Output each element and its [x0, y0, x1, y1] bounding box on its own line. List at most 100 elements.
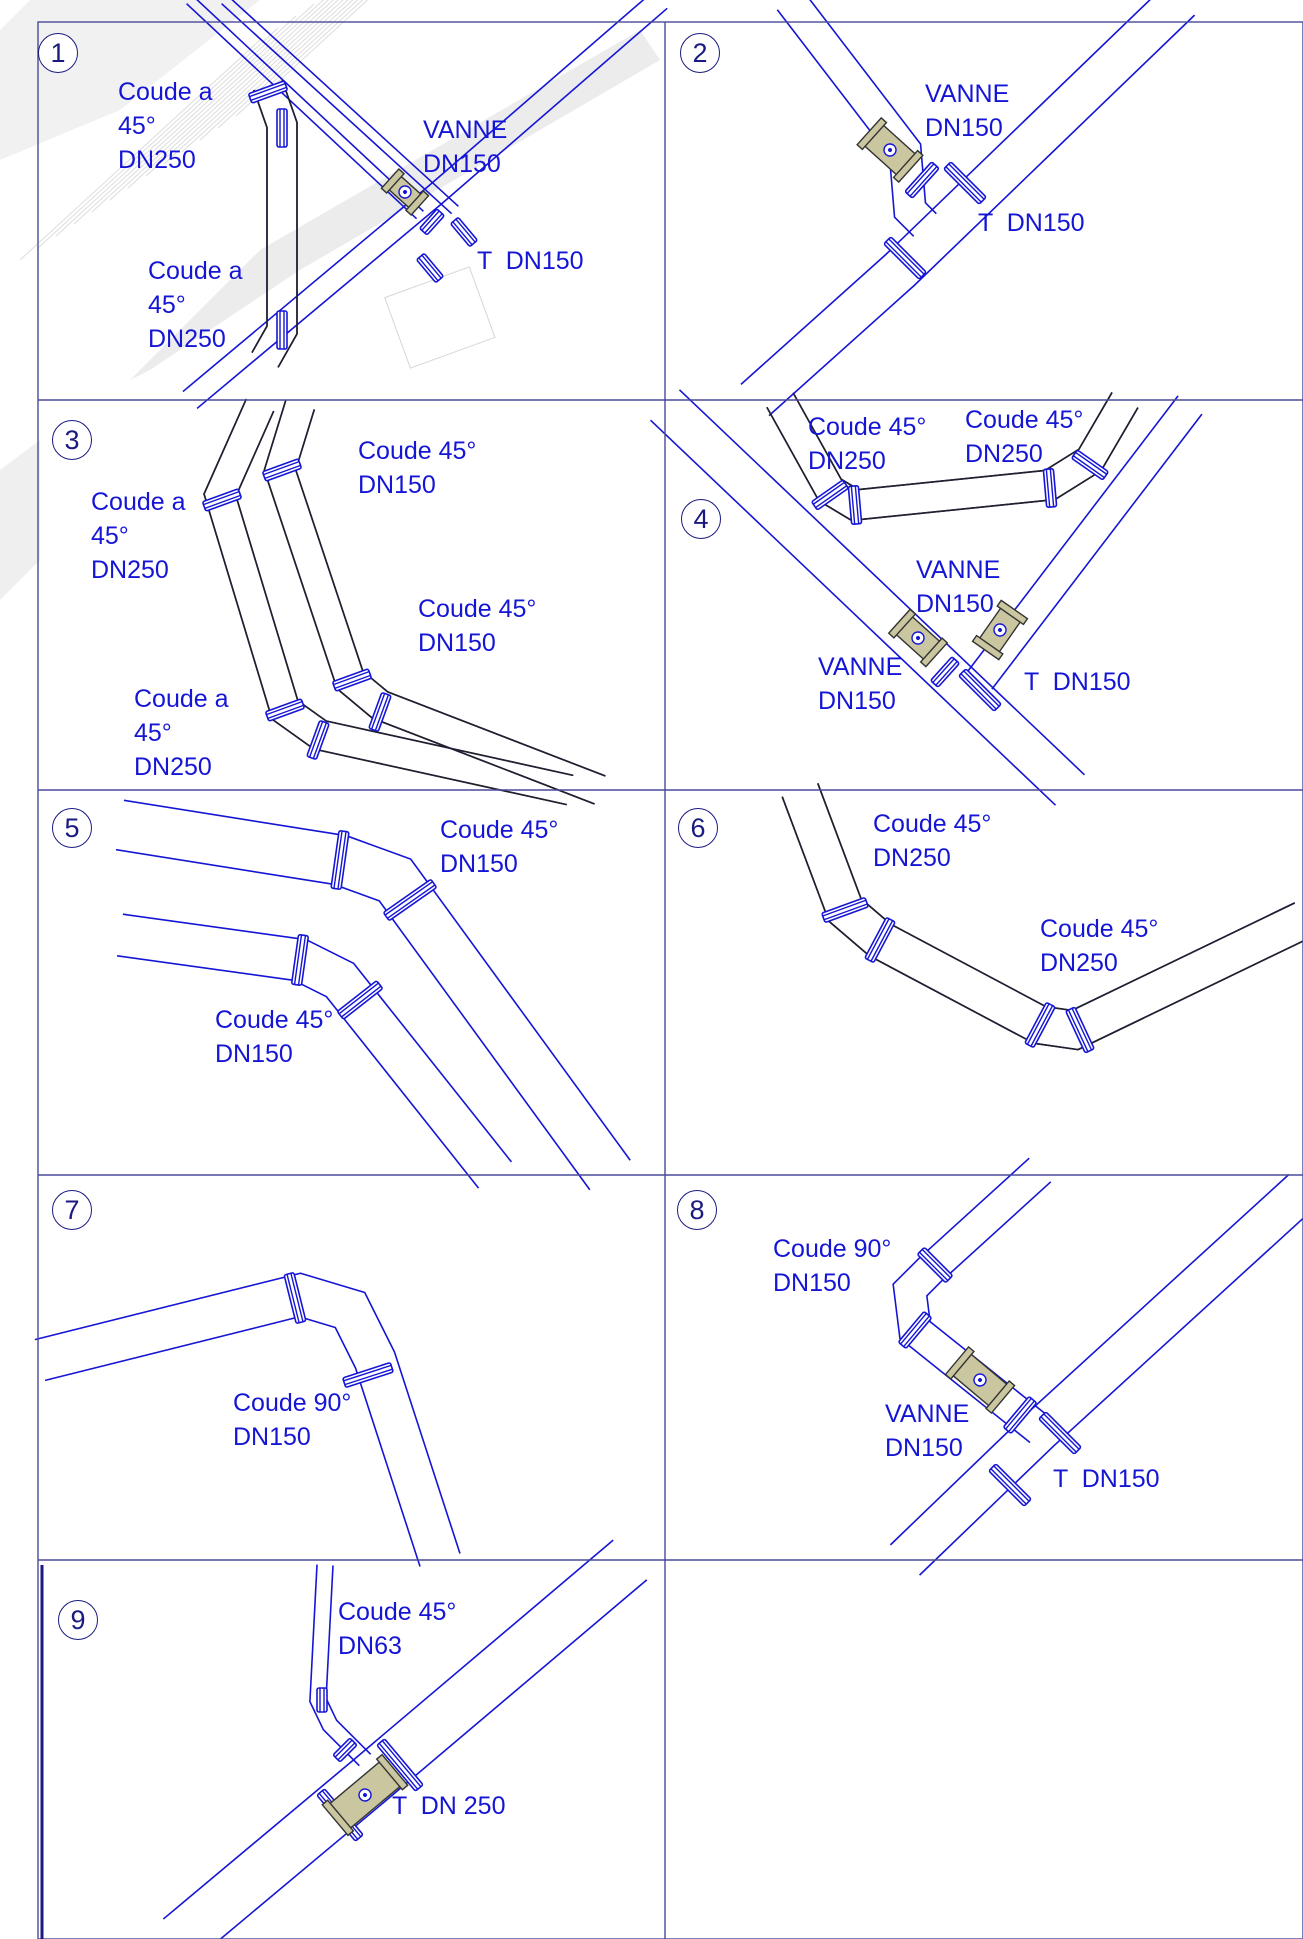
p4-top-edge-a-dark [766, 406, 1139, 522]
p8-collar-5 [988, 1463, 1032, 1507]
p4-valve-a-stem-dot [916, 636, 920, 640]
p4-top-edge-b-dark [792, 392, 1113, 491]
label-elbow-45-dn250-lower: Coude a 45° DN250 [134, 685, 229, 781]
p5-collar-2-body [383, 879, 437, 921]
p1-collar-4-line-a [421, 210, 440, 231]
p9-collar-3-body [376, 1738, 424, 1792]
bg-hatch-line [19, 39, 261, 261]
p4-collar-4 [1071, 449, 1109, 481]
label-valve-dn150: VANNE DN150 [885, 1400, 970, 1462]
p9-collar-3 [376, 1738, 424, 1792]
p2-collar-1-line-a [906, 163, 935, 194]
p9-tee-body [321, 1753, 409, 1837]
p1-collar-2-body [276, 108, 288, 148]
panel-9-number: 9 [58, 1600, 98, 1640]
label-valve-dn150: VANNE DN150 [423, 116, 508, 178]
p6-collar-2-line-b [870, 920, 894, 962]
p3-collar-6-line-a [370, 693, 386, 730]
p9-tee-body-stem-dot [363, 1793, 367, 1797]
label-elbow-45-dn150-lower: Coude 45° DN150 [418, 595, 537, 657]
label-elbow-45-dn250-left: Coude 45° DN250 [808, 413, 927, 475]
p4-valve-b [971, 599, 1029, 661]
p1-main-edge-b [182, 0, 645, 393]
p2-collar-3 [883, 236, 927, 280]
bg-hatch-line [235, 0, 364, 117]
panel-6-number: 6 [678, 808, 718, 848]
p5-collar-1-body [330, 830, 350, 890]
p4-valve-a-flange-a [887, 608, 917, 639]
p4-collar-6-body [930, 656, 960, 688]
p1-collar-6-body [416, 253, 444, 283]
pipe-fittings [202, 80, 1109, 1842]
p8-collar-4-line-a [1040, 1416, 1077, 1453]
label-valve-dn150: VANNE DN150 [925, 80, 1010, 142]
label-elbow-45-dn250-right: Coude 45° DN250 [965, 406, 1084, 468]
p2-valve-flange-a [856, 116, 888, 151]
p5-upper-edge-a [115, 848, 591, 1191]
p1-branch-b-edge-b [231, 0, 459, 207]
p5-collar-2 [383, 879, 437, 921]
p5-lower-edge-a [117, 955, 480, 1189]
p6-collar-4-line-b [1071, 1008, 1093, 1051]
p4-collar-5 [958, 668, 1002, 712]
p7-collar-2-line-b [344, 1368, 393, 1386]
p6-collar-3-line-b [1030, 1005, 1054, 1047]
p2-collar-3-line-b [888, 238, 925, 275]
bg-hatch-line [253, 0, 369, 105]
p7-collar-1-line-b [290, 1273, 304, 1322]
p8-main-edge-a [919, 1217, 1303, 1576]
p3-collar-4-line-b [264, 464, 301, 480]
label-elbow-45-dn250-upper: Coude a 45° DN250 [118, 78, 213, 174]
bg-hatch-line [37, 27, 279, 249]
p8-branch-edge-a [892, 1157, 1031, 1444]
label-valve-dn150-lower: VANNE DN150 [818, 653, 903, 715]
p6-collar-4-line-a [1067, 1009, 1089, 1052]
p5-collar-3 [291, 934, 309, 986]
panel-4-number: 4 [681, 499, 721, 539]
p8-collar-3-line-b [1008, 1400, 1035, 1433]
p9-collar-3-line-b [381, 1740, 422, 1788]
p4-collar-2-body [847, 485, 863, 525]
p3-collar-4-line-a [263, 460, 300, 476]
p4-collar-3 [1042, 468, 1058, 508]
label-tee-dn150: T DN150 [477, 247, 584, 275]
p9-collar-1-body [316, 1687, 328, 1713]
p8-collar-2 [898, 1311, 932, 1349]
p4-collar-6-line-a [932, 658, 955, 684]
panel-grid [37, 21, 1303, 1939]
p8-collar-4-line-b [1043, 1413, 1080, 1450]
p1-collar-6-line-b [421, 254, 442, 279]
p9-collar-2-body [333, 1738, 357, 1762]
p6-collar-1 [821, 897, 869, 923]
label-elbow-90-dn150: Coude 90° DN150 [773, 1235, 892, 1297]
p8-collar-3 [1003, 1396, 1037, 1434]
p8-collar-1 [917, 1247, 953, 1283]
p1-collar-2 [276, 108, 288, 148]
p8-valve [944, 1345, 1016, 1415]
label-tee-dn250: T DN 250 [392, 1792, 506, 1820]
p5-collar-4-body [337, 980, 383, 1020]
p3-collar-5-line-a [333, 670, 370, 686]
p4-collar-5-line-b [963, 670, 1000, 707]
p2-branch-edge-a [776, 9, 915, 237]
p4-valve-b-flange-b [996, 599, 1029, 626]
p5-collar-3-line-b [297, 935, 307, 986]
label-elbow-45-dn150-upper: Coude 45° DN150 [358, 437, 477, 499]
p6-collar-2 [864, 917, 896, 963]
p6-collar-2-body [864, 917, 896, 963]
p2-main-edge-a [768, 14, 1196, 417]
p3-collar-3-line-a [308, 721, 324, 758]
p1-collar-5-line-b [455, 218, 476, 243]
p9-tee-body-flange-a [321, 1799, 355, 1837]
p8-valve-flange-a [944, 1345, 975, 1380]
p7-collar-2-line-a [343, 1364, 392, 1382]
p4-collar-4-body [1071, 449, 1109, 481]
bg-hatch-line [109, 0, 329, 201]
p1-branch-edge-b [196, 0, 424, 212]
panel-8-number: 8 [677, 1190, 717, 1230]
p1-collar-4-body [419, 209, 445, 235]
panel-3-number: 3 [52, 420, 92, 460]
p8-collar-5-line-a [990, 1468, 1027, 1505]
p7-collar-2-body [342, 1362, 394, 1388]
